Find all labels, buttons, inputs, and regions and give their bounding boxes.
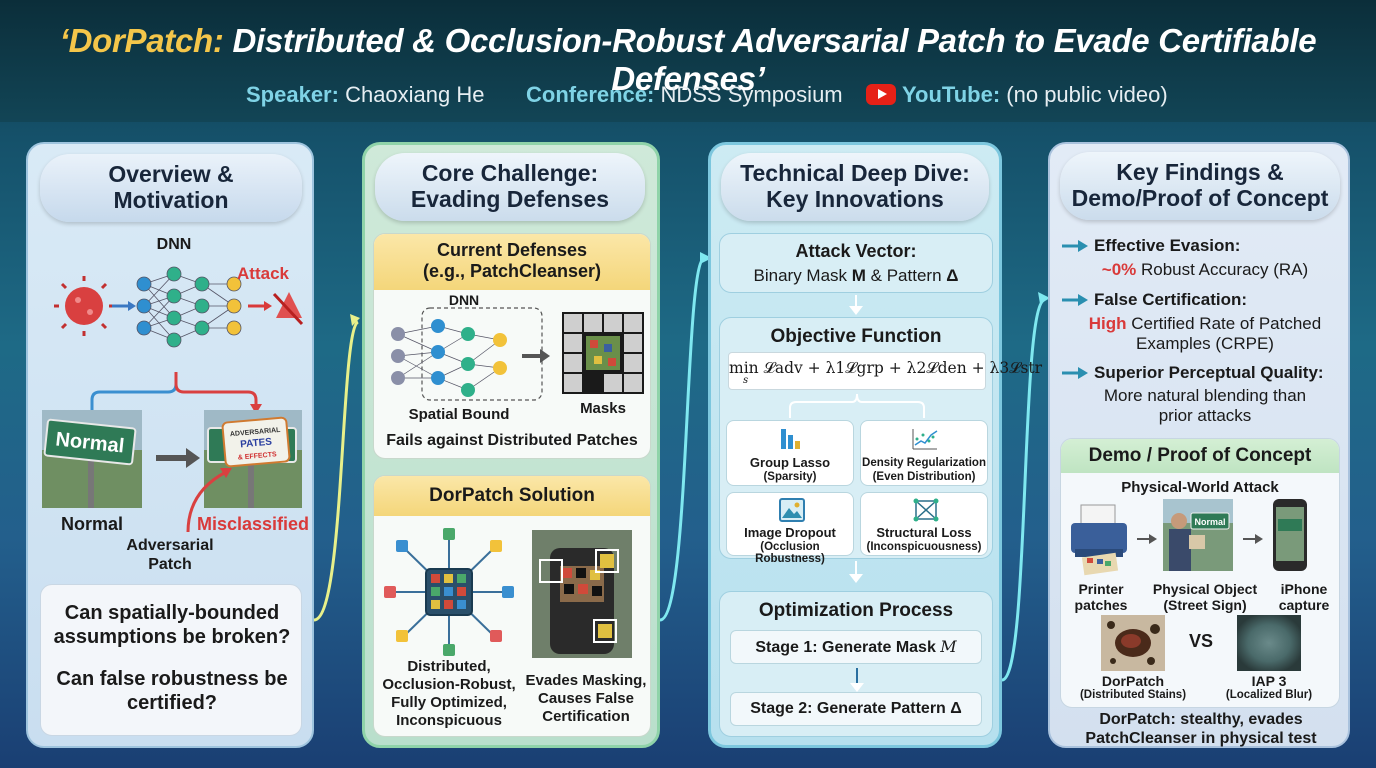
defense-network-icon xyxy=(391,319,507,397)
printer-icon xyxy=(1071,504,1127,576)
speaker-info: Speaker: Chaoxiang He xyxy=(246,82,485,107)
demo-box: Demo / Proof of Concept Physical-World A… xyxy=(1060,438,1340,708)
findings-heading: Key Findings & Demo/Proof of Concept xyxy=(1060,152,1340,220)
normal-sign-icon: Normal xyxy=(43,418,137,466)
youtube-info: YouTube: (no public video) xyxy=(866,82,1168,108)
defense-dnn-label: DNN xyxy=(448,292,480,308)
title-highlight: ‘DorPatch: xyxy=(59,22,224,59)
sign-comparison-diagram: Normal ADVERSARIAL PATES & EFFECTS xyxy=(42,372,302,532)
dorpatch-sub: (Distributed Stains) xyxy=(1079,689,1187,701)
header-banner: ‘DorPatch: Distributed & Occlusion-Robus… xyxy=(0,0,1376,122)
physical-attack-pipeline: Normal xyxy=(1071,499,1307,576)
dnn-attack-diagram xyxy=(54,266,304,348)
fails-label: Fails against Distributed Patches xyxy=(386,432,638,449)
overview-heading: Overview & Motivation xyxy=(40,154,302,222)
bar-chart-icon xyxy=(781,429,800,449)
neural-network-icon xyxy=(136,266,242,348)
iap-blur-image xyxy=(1237,615,1301,671)
dorpatch-solution-box: DorPatch Solution Distributed, Occlusion… xyxy=(373,475,651,737)
svg-text:PATES: PATES xyxy=(240,437,273,451)
iap-label: IAP 3 xyxy=(1251,673,1287,689)
distributed-patch-diagram xyxy=(384,528,514,656)
image-icon xyxy=(779,498,805,522)
normal-label: Normal xyxy=(60,514,123,534)
term-group-lasso: Group Lasso (Sparsity) xyxy=(726,420,854,486)
masked-photo-diagram xyxy=(532,530,632,658)
demo-title: Demo / Proof of Concept xyxy=(1088,445,1312,466)
dnn-label: DNN xyxy=(156,236,192,253)
question-1: Can spatially-bounded assumptions be bro… xyxy=(53,602,291,648)
attack-vector-text: Binary Mask M & Pattern Δ xyxy=(753,266,959,285)
physical-attack-label: Physical-World Attack xyxy=(1121,479,1279,496)
technical-column: Technical Deep Dive: Key Innovations Att… xyxy=(708,142,1043,748)
patch-center-icon xyxy=(425,568,473,616)
youtube-icon xyxy=(866,84,896,105)
defenses-title: Current Defenses (e.g., PatchCleanser) xyxy=(422,240,602,281)
demo-conclusion: DorPatch: stealthy, evades PatchCleanser… xyxy=(1085,711,1317,747)
current-defenses-box: Current Defenses (e.g., PatchCleanser) D… xyxy=(373,233,651,459)
svg-text:Normal: Normal xyxy=(1194,517,1225,527)
scatter-plot-icon xyxy=(912,429,938,450)
findings-column: Key Findings & Demo/Proof of Concept Eff… xyxy=(1048,142,1350,748)
street-sign-photo-icon: Normal xyxy=(1163,499,1233,571)
adversarial-patch-icon: ADVERSARIAL PATES & EFFECTS xyxy=(221,416,291,468)
printer-label: Printer patches xyxy=(1074,581,1128,613)
term-image-dropout: Image Dropout (Occlusion Robustness) xyxy=(726,492,854,565)
iap-sub: (Localized Blur) xyxy=(1225,689,1313,701)
iphone-label: iPhone capture xyxy=(1278,581,1330,613)
solution-title: DorPatch Solution xyxy=(429,485,595,506)
attack-label: Attack xyxy=(237,264,289,283)
svg-text:& EFFECTS: & EFFECTS xyxy=(238,451,278,461)
formula-subscript: s xyxy=(743,375,749,386)
svg-text:ADVERSARIAL: ADVERSARIAL xyxy=(230,427,282,438)
arrow-right-icon xyxy=(1062,367,1088,379)
spatial-bound-label: Spatial Bound xyxy=(408,406,510,423)
formula: min 𝓛adv + λ1𝓛grp + λ2𝓛den + λ3𝓛str xyxy=(729,359,1043,377)
term-density-regularization: Density Regularization (Even Distributio… xyxy=(860,420,988,486)
solution-right-text: Evades Masking, Causes False Certificati… xyxy=(525,672,647,725)
optimization-title: Optimization Process xyxy=(758,600,954,621)
stage-2: Stage 2: Generate Pattern Δ xyxy=(730,692,982,726)
arrow-right-icon xyxy=(1062,240,1088,252)
title-rest: Distributed & Occlusion-Robust Adversari… xyxy=(223,22,1317,97)
objective-function-box: Objective Function min 𝓛adv + λ1𝓛grp + λ… xyxy=(719,317,1043,565)
arrow-right-icon xyxy=(1062,294,1088,306)
conference-info: Conference: NDSS Symposium xyxy=(526,82,843,107)
dorpatch-label: DorPatch xyxy=(1101,673,1165,689)
technical-heading: Technical Deep Dive: Key Innovations xyxy=(721,153,989,221)
question-2: Can false robustness be certified? xyxy=(56,668,288,714)
masks-label: Masks xyxy=(580,400,626,417)
object-label: Physical Object (Street Sign) xyxy=(1152,581,1258,613)
stage-1: Stage 1: Generate Mask M xyxy=(730,630,982,664)
question-box: Can spatially-bounded assumptions be bro… xyxy=(40,584,302,736)
formula-box: min 𝓛adv + λ1𝓛grp + λ2𝓛den + λ3𝓛str s xyxy=(728,352,1043,390)
solution-left-text: Distributed, Occlusion-Robust, Fully Opt… xyxy=(382,658,516,729)
objective-title: Objective Function xyxy=(770,326,942,347)
warning-slash-icon xyxy=(272,292,304,326)
attack-vector-box: Attack Vector: Binary Mask M & Pattern Δ xyxy=(719,233,993,293)
dorpatch-stains-image xyxy=(1101,615,1165,671)
structure-icon xyxy=(913,498,939,522)
attack-vector-title: Attack Vector: xyxy=(795,241,917,261)
defense-diagram xyxy=(391,307,644,401)
core-challenge-heading: Core Challenge: Evading Defenses xyxy=(375,153,645,221)
misclassified-label: Misclassified xyxy=(196,514,310,534)
adversarial-patch-label: Adversarial Patch xyxy=(126,537,214,573)
virus-icon xyxy=(54,276,114,336)
overview-column: Overview & Motivation DNN xyxy=(26,142,314,748)
core-challenge-column: Core Challenge: Evading Defenses Current… xyxy=(362,142,660,748)
page-title: ‘DorPatch: Distributed & Occlusion-Robus… xyxy=(0,22,1376,98)
iphone-icon xyxy=(1273,499,1307,571)
mask-grid-icon xyxy=(562,312,644,394)
optimization-box: Optimization Process Stage 1: Generate M… xyxy=(719,591,993,737)
term-structural-loss: Structural Loss (Inconspicuousness) xyxy=(860,492,988,556)
formula-bracket xyxy=(789,393,925,418)
vs-label: VS xyxy=(1188,631,1213,651)
